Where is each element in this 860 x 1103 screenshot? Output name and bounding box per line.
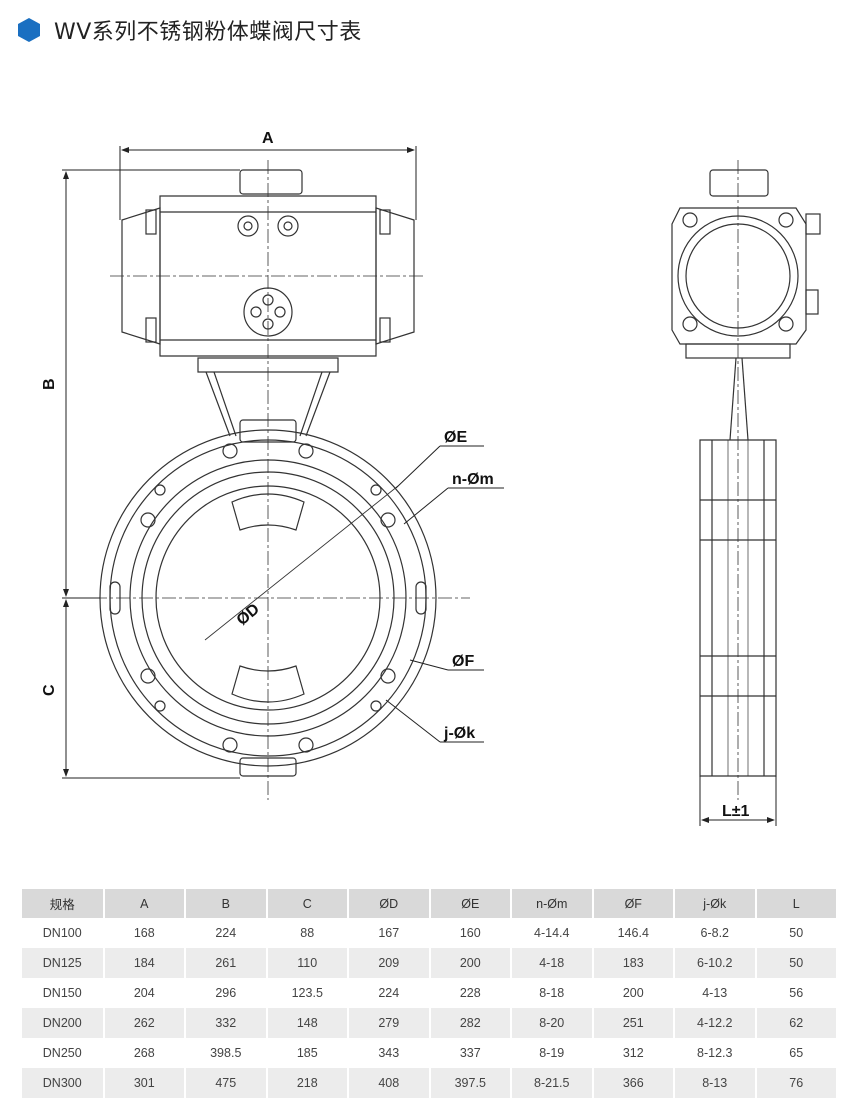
front-view <box>70 160 470 800</box>
dim-label-f: ØF <box>452 653 474 670</box>
table-cell: 50 <box>755 918 838 948</box>
table-cell: 224 <box>185 918 268 948</box>
dim-label-jk: j-Øk <box>443 725 475 742</box>
table-cell: 8-21.5 <box>511 1068 594 1098</box>
table-cell: 200 <box>592 978 675 1008</box>
table-cell: 6-8.2 <box>674 918 757 948</box>
table-cell: 296 <box>185 978 268 1008</box>
table-cell: 4-14.4 <box>511 918 594 948</box>
table-cell: 312 <box>592 1038 675 1068</box>
table-cell: 397.5 <box>429 1068 512 1098</box>
table-cell: 6-10.2 <box>674 948 757 978</box>
table-cell: 332 <box>185 1008 268 1038</box>
table-cell: 251 <box>592 1008 675 1038</box>
table-row: DN150 204 296 123.5 224 228 8-18 200 4-1… <box>22 978 838 1008</box>
table-cell: 62 <box>755 1008 838 1038</box>
table-cell: 475 <box>185 1068 268 1098</box>
table-cell: DN150 <box>22 978 105 1008</box>
table-cell: 110 <box>266 948 349 978</box>
table-cell: 398.5 <box>185 1038 268 1068</box>
table-cell: 224 <box>348 978 431 1008</box>
table-cell: 167 <box>348 918 431 948</box>
table-cell: 4-12.2 <box>674 1008 757 1038</box>
header-l: L <box>755 889 838 918</box>
dim-label-e: ØE <box>444 429 467 446</box>
table-cell: 209 <box>348 948 431 978</box>
table-cell: 4-18 <box>511 948 594 978</box>
table-cell: 204 <box>103 978 186 1008</box>
table-cell: 279 <box>348 1008 431 1038</box>
table-cell: 343 <box>348 1038 431 1068</box>
table-cell: DN250 <box>22 1038 105 1068</box>
header-jk: j-Øk <box>674 889 757 918</box>
dim-label-l: L±1 <box>722 803 750 820</box>
table-cell: 168 <box>103 918 186 948</box>
table-cell: 218 <box>266 1068 349 1098</box>
table-cell: DN125 <box>22 948 105 978</box>
table-cell: 262 <box>103 1008 186 1038</box>
dim-label-c: C <box>41 684 58 696</box>
table-cell: 8-20 <box>511 1008 594 1038</box>
table-cell: 183 <box>592 948 675 978</box>
table-cell: 160 <box>429 918 512 948</box>
table-cell: 8-19 <box>511 1038 594 1068</box>
table-cell: 337 <box>429 1038 512 1068</box>
title-row: WV系列不锈钢粉体蝶阀尺寸表 <box>18 14 362 46</box>
table-cell: 76 <box>755 1068 838 1098</box>
dim-label-b: B <box>41 378 58 390</box>
table-cell: 4-13 <box>674 978 757 1008</box>
table-cell: 228 <box>429 978 512 1008</box>
header-e: ØE <box>429 889 512 918</box>
table-cell: 8-18 <box>511 978 594 1008</box>
table-row: DN250 268 398.5 185 343 337 8-19 312 8-1… <box>22 1038 838 1068</box>
side-view <box>671 160 821 800</box>
table-row: DN125 184 261 110 209 200 4-18 183 6-10.… <box>22 948 838 978</box>
header-f: ØF <box>592 889 675 918</box>
dim-label-d: ØD <box>234 601 263 629</box>
header-b: B <box>185 889 268 918</box>
table-row: DN100 168 224 88 167 160 4-14.4 146.4 6-… <box>22 918 838 948</box>
table-cell: 200 <box>429 948 512 978</box>
table-row: DN300 301 475 218 408 397.5 8-21.5 366 8… <box>22 1068 838 1098</box>
table-cell: 282 <box>429 1008 512 1038</box>
header-spec: 规格 <box>22 889 105 918</box>
table-cell: 148 <box>266 1008 349 1038</box>
table-cell: 8-12.3 <box>674 1038 757 1068</box>
table-cell: 366 <box>592 1068 675 1098</box>
table-cell: 146.4 <box>592 918 675 948</box>
table-cell: 123.5 <box>266 978 349 1008</box>
table-cell: 268 <box>103 1038 186 1068</box>
dimension-lines <box>62 146 504 779</box>
dim-label-a: A <box>262 130 274 147</box>
header-c: C <box>266 889 349 918</box>
table-header-row: 规格 A B C ØD ØE n-Øm ØF j-Øk L <box>22 889 838 918</box>
table-cell: DN100 <box>22 918 105 948</box>
table-cell: 301 <box>103 1068 186 1098</box>
dimension-table: 规格 A B C ØD ØE n-Øm ØF j-Øk L DN100 168 … <box>22 889 838 1098</box>
table-cell: 261 <box>185 948 268 978</box>
table-cell: 65 <box>755 1038 838 1068</box>
table-cell: 50 <box>755 948 838 978</box>
table-cell: 184 <box>103 948 186 978</box>
table-cell: 88 <box>266 918 349 948</box>
valve-dimension-drawing: A B C ØD ØE n-Øm ØF j-Øk L±1 <box>41 130 821 826</box>
table-cell: 185 <box>266 1038 349 1068</box>
page-title: WV系列不锈钢粉体蝶阀尺寸表 <box>54 20 362 45</box>
table-cell: 408 <box>348 1068 431 1098</box>
header-d: ØD <box>348 889 431 918</box>
table-cell: 8-13 <box>674 1068 757 1098</box>
table-row: DN200 262 332 148 279 282 8-20 251 4-12.… <box>22 1008 838 1038</box>
table-cell: DN200 <box>22 1008 105 1038</box>
table-cell: DN300 <box>22 1068 105 1098</box>
header-nm: n-Øm <box>511 889 594 918</box>
table-cell: 56 <box>755 978 838 1008</box>
hexagon-bullet-icon <box>18 18 40 42</box>
header-a: A <box>103 889 186 918</box>
dim-label-nm: n-Øm <box>452 471 494 488</box>
